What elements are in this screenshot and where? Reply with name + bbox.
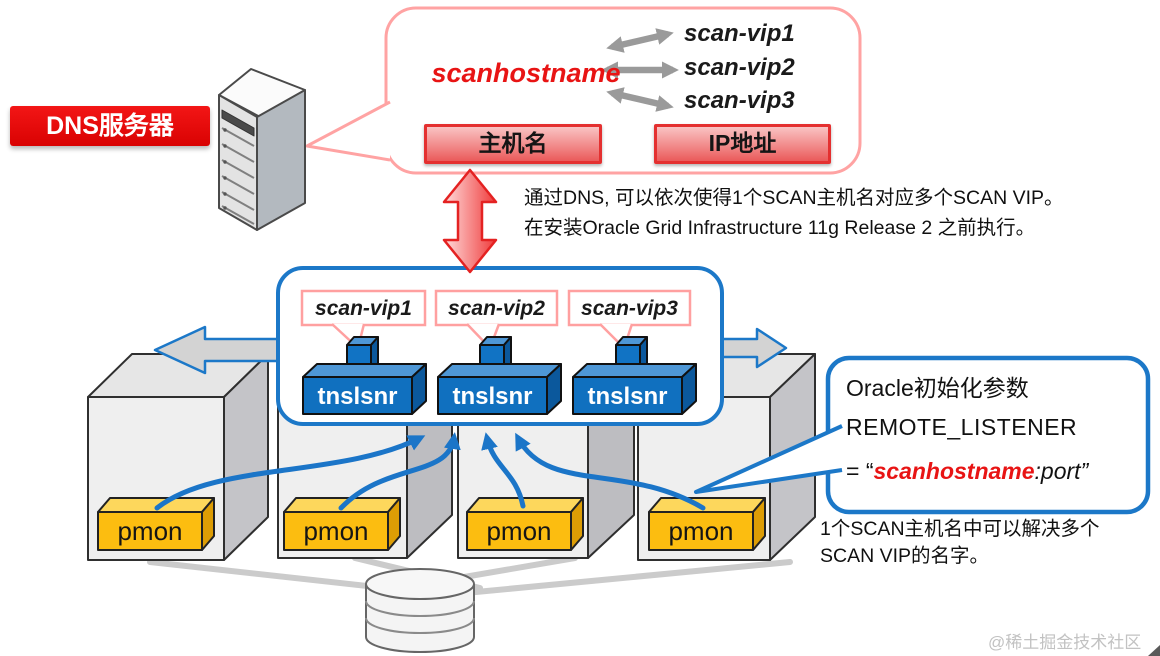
scan-note-line1: 1个SCAN主机名中可以解决多个 <box>820 518 1100 540</box>
vip-name-3: scan-vip3 <box>684 87 795 114</box>
dns-sync-arrow-icon <box>442 168 498 274</box>
watermark: @稀土掘金技术社区 <box>988 633 1142 652</box>
rl-port: :port” <box>1034 458 1089 484</box>
pmon-box-1 <box>97 497 215 551</box>
tnslsnr-box-2 <box>437 336 562 415</box>
pmon-to-listener-arrows <box>154 432 706 511</box>
dns-server-tower-icon <box>218 68 306 231</box>
dns-server-label: DNS服务器 <box>10 106 210 146</box>
remote-listener-line1: Oracle初始化参数 <box>846 375 1029 401</box>
pmon-label-1: pmon <box>117 516 183 546</box>
pmon-label-2: pmon <box>303 516 369 546</box>
vip-name-1: scan-vip1 <box>684 20 795 47</box>
ip-column-label: IP地址 <box>654 124 831 164</box>
scan-vip-callout-3: scan-vip3 <box>581 297 678 320</box>
corner-mark <box>1148 645 1160 656</box>
tnslsnr-label-1: tnslsnr <box>317 383 398 410</box>
scanhostname-text: scanhostname <box>431 58 621 88</box>
scan-vip-callout-1: scan-vip1 <box>315 297 412 320</box>
pmon-label-3: pmon <box>486 516 552 546</box>
tnslsnr-label-2: tnslsnr <box>452 383 533 410</box>
flow-arrow-right-icon <box>718 327 788 369</box>
remote-listener-callout-shape <box>694 355 1151 515</box>
hostname-column-label: 主机名 <box>424 124 602 164</box>
dns-note-line2: 在安装Oracle Grid Infrastructure 11g Releas… <box>524 217 1036 239</box>
dns-note: 通过DNS, 可以依次使得1个SCAN主机名对应多个SCAN VIP。 在安装O… <box>524 183 1124 243</box>
hostname-vip-mapping-arrows <box>601 28 679 112</box>
database-cylinder-icon <box>365 568 475 653</box>
dns-note-line1: 通过DNS, 可以依次使得1个SCAN主机名对应多个SCAN VIP。 <box>524 187 1064 209</box>
pmon-label-4: pmon <box>668 516 734 546</box>
vip-name-2: scan-vip2 <box>684 54 795 81</box>
rl-equals: = “ <box>846 458 874 484</box>
scan-vip-callout-2: scan-vip2 <box>448 297 545 320</box>
tnslsnr-label-3: tnslsnr <box>587 383 668 410</box>
tnslsnr-box-3 <box>572 336 697 415</box>
rl-scanhostname: scanhostname <box>873 458 1035 484</box>
scan-note-line2: SCAN VIP的名字。 <box>820 545 990 567</box>
tnslsnr-box-1 <box>302 336 427 415</box>
remote-listener-line3: = “scanhostname:port” <box>846 458 1088 485</box>
pmon-box-4 <box>648 497 766 551</box>
scan-note: 1个SCAN主机名中可以解决多个 SCAN VIP的名字。 <box>820 516 1155 570</box>
remote-listener-line2: REMOTE_LISTENER <box>846 414 1078 440</box>
